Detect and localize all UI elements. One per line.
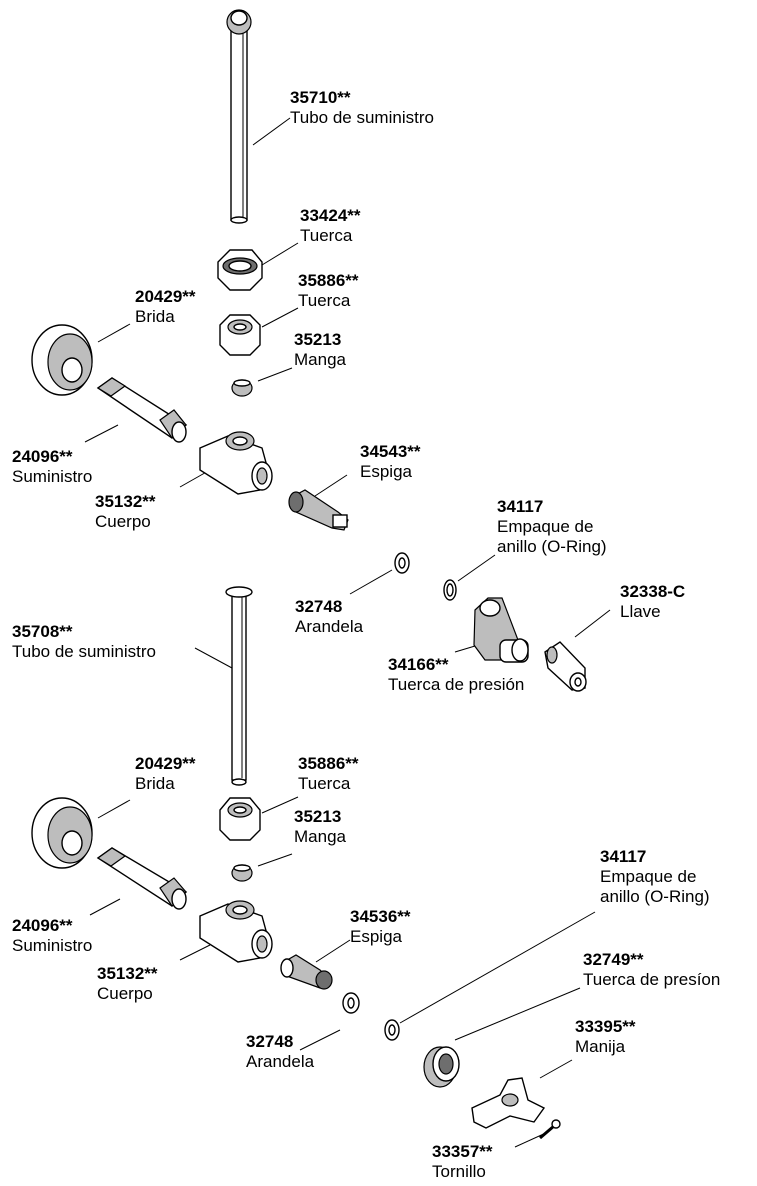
sleeve-35213-bottom bbox=[231, 864, 253, 882]
part-name: Cuerpo bbox=[97, 984, 153, 1003]
part-name: Tuerca de presión bbox=[388, 675, 525, 694]
part-number: 34536** bbox=[350, 907, 411, 926]
part-number: 32338-C bbox=[620, 582, 686, 601]
oring-34117-bottom bbox=[384, 1019, 400, 1041]
part-name: Manga bbox=[294, 350, 346, 369]
label-handle-33395: 33395** Manija bbox=[575, 1017, 636, 1057]
flange-20429-top bbox=[31, 324, 93, 396]
part-number: 24096** bbox=[12, 916, 73, 935]
supply-tube-35708 bbox=[225, 586, 253, 786]
label-supply-tube-35710: 35710** Tubo de suministro bbox=[290, 88, 434, 128]
part-number: 35132** bbox=[97, 964, 158, 983]
label-flange-20429-bottom: 20429** Brida bbox=[135, 754, 196, 794]
body-35132-bottom bbox=[199, 900, 273, 963]
part-number: 35213 bbox=[294, 807, 342, 826]
label-nut-35886-top: 35886** Tuerca bbox=[298, 271, 359, 311]
part-number: 35886** bbox=[298, 754, 359, 773]
part-name-line2: anillo (O-Ring) bbox=[600, 887, 710, 906]
label-oring-34117-bottom: 34117 Empaque de anillo (O-Ring) bbox=[600, 847, 710, 907]
part-number: 32749** bbox=[583, 950, 644, 969]
label-body-35132-bottom: 35132** Cuerpo bbox=[97, 964, 158, 1004]
part-number: 35213 bbox=[294, 330, 342, 349]
part-name: Tuerca bbox=[298, 291, 351, 310]
label-washer-32748-bottom: 32748 Arandela bbox=[246, 1032, 314, 1072]
part-number: 33424** bbox=[300, 206, 361, 225]
part-name: Arandela bbox=[246, 1052, 315, 1071]
label-stem-34536: 34536** Espiga bbox=[350, 907, 411, 947]
label-supply-pipe-24096-top: 24096** Suministro bbox=[12, 447, 92, 487]
part-number: 33357** bbox=[432, 1142, 493, 1161]
label-screw-33357: 33357** Tornillo bbox=[432, 1142, 493, 1182]
stem-34536 bbox=[280, 954, 333, 990]
part-number: 34117 bbox=[497, 497, 544, 516]
handle-33395 bbox=[471, 1077, 546, 1129]
part-name: Tubo de suministro bbox=[290, 108, 434, 127]
part-number: 35710** bbox=[290, 88, 351, 107]
part-number: 34166** bbox=[388, 655, 449, 674]
part-name: Llave bbox=[620, 602, 661, 621]
supply-pipe-24096-top bbox=[96, 377, 188, 443]
label-body-35132-top: 35132** Cuerpo bbox=[95, 492, 156, 532]
part-number: 20429** bbox=[135, 287, 196, 306]
supply-pipe-24096-bottom bbox=[96, 847, 188, 910]
part-name-line2: anillo (O-Ring) bbox=[497, 537, 607, 556]
sleeve-35213-top bbox=[231, 379, 253, 397]
part-number: 34543** bbox=[360, 442, 421, 461]
part-number: 20429** bbox=[135, 754, 196, 773]
part-number: 32748 bbox=[246, 1032, 294, 1051]
key-32338c bbox=[544, 641, 587, 692]
part-name: Tubo de suministro bbox=[12, 642, 156, 661]
label-sleeve-35213-top: 35213 Manga bbox=[294, 330, 346, 370]
oring-34117-top bbox=[443, 579, 457, 601]
screw-33357 bbox=[539, 1119, 561, 1140]
part-name: Manga bbox=[294, 827, 346, 846]
body-35132-top bbox=[199, 431, 273, 495]
part-name: Tuerca bbox=[298, 774, 351, 793]
part-name: Suministro bbox=[12, 936, 93, 955]
supply-tube-35710 bbox=[226, 9, 252, 224]
washer-32748-top bbox=[394, 552, 410, 574]
part-number: 24096** bbox=[12, 447, 73, 466]
label-nut-33424: 33424** Tuerca bbox=[300, 206, 361, 246]
flange-20429-bottom bbox=[31, 797, 93, 869]
packing-nut-34166 bbox=[473, 597, 529, 663]
part-name: Espiga bbox=[350, 927, 402, 946]
part-name: Tornillo bbox=[432, 1162, 486, 1181]
part-name: Espiga bbox=[360, 462, 412, 481]
part-name: Tuerca de presíon bbox=[583, 970, 721, 989]
part-name: Brida bbox=[135, 307, 175, 326]
label-key-32338c: 32338-C Llave bbox=[620, 582, 685, 622]
label-washer-32748-top: 32748 Arandela bbox=[295, 597, 363, 637]
label-stem-34543: 34543** Espiga bbox=[360, 442, 421, 482]
nut-33424 bbox=[217, 249, 263, 291]
label-oring-34117-top: 34117 Empaque de anillo (O-Ring) bbox=[497, 497, 607, 557]
nut-35886-bottom bbox=[219, 797, 261, 841]
part-name: Tuerca bbox=[300, 226, 353, 245]
nut-35886-top bbox=[219, 314, 261, 356]
part-number: 33395** bbox=[575, 1017, 636, 1036]
part-number: 32748 bbox=[295, 597, 343, 616]
part-name: Brida bbox=[135, 774, 175, 793]
part-name: Cuerpo bbox=[95, 512, 151, 531]
washer-32748-bottom bbox=[342, 992, 360, 1014]
part-number: 35708** bbox=[12, 622, 73, 641]
label-nut-35886-bottom: 35886** Tuerca bbox=[298, 754, 359, 794]
part-name: Suministro bbox=[12, 467, 93, 486]
part-name: Empaque de bbox=[497, 517, 594, 536]
label-sleeve-35213-bottom: 35213 Manga bbox=[294, 807, 346, 847]
packing-nut-32749 bbox=[423, 1046, 460, 1088]
label-packing-nut-32749: 32749** Tuerca de presíon bbox=[583, 950, 720, 990]
part-number: 35132** bbox=[95, 492, 156, 511]
stem-34543 bbox=[288, 489, 349, 531]
part-name: Manija bbox=[575, 1037, 626, 1056]
part-name: Arandela bbox=[295, 617, 364, 636]
label-packing-nut-34166: 34166** Tuerca de presión bbox=[388, 655, 524, 695]
part-number: 35886** bbox=[298, 271, 359, 290]
label-flange-20429-top: 20429** Brida bbox=[135, 287, 196, 327]
label-supply-pipe-24096-bottom: 24096** Suministro bbox=[12, 916, 92, 956]
part-name: Empaque de bbox=[600, 867, 697, 886]
part-number: 34117 bbox=[600, 847, 647, 866]
label-supply-tube-35708: 35708** Tubo de suministro bbox=[12, 622, 156, 662]
